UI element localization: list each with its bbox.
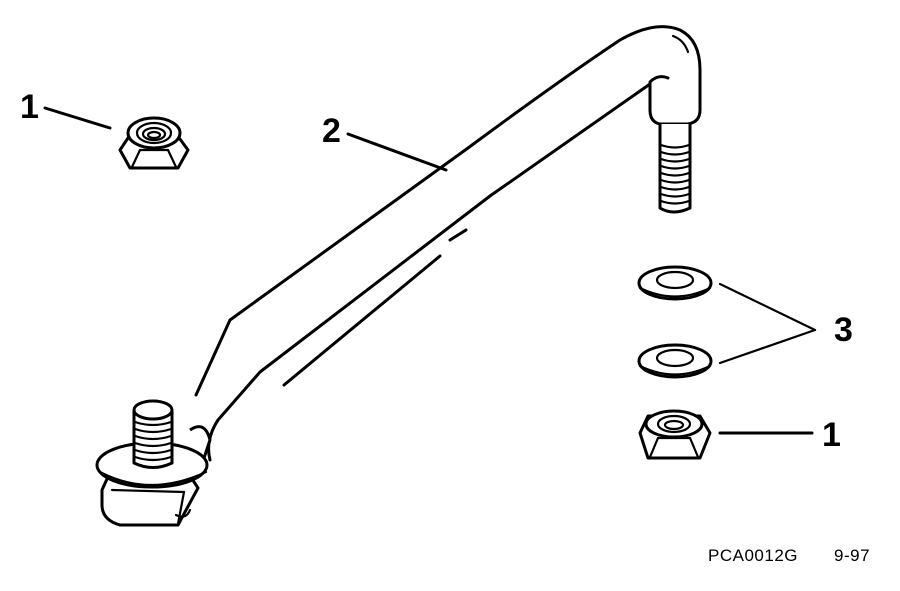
link-rod xyxy=(194,25,702,462)
washer-upper xyxy=(637,265,713,301)
leader-line-1-top xyxy=(43,106,112,130)
locknut-right xyxy=(638,409,712,460)
locknut-top-left xyxy=(118,116,190,170)
callout-3: 3 xyxy=(834,311,853,349)
rod-lower-end-assembly xyxy=(95,399,212,527)
figure-code: PCA0012G xyxy=(708,546,798,565)
leader-line-3a xyxy=(718,282,817,332)
callout-1-right: 1 xyxy=(822,416,841,454)
leader-line-2 xyxy=(346,132,448,172)
callout-2: 2 xyxy=(322,112,341,150)
leader-line-3b xyxy=(718,328,817,365)
figure-date: 9-97 xyxy=(834,546,871,565)
callout-1-top-left: 1 xyxy=(20,88,39,126)
washer-lower xyxy=(637,343,713,379)
